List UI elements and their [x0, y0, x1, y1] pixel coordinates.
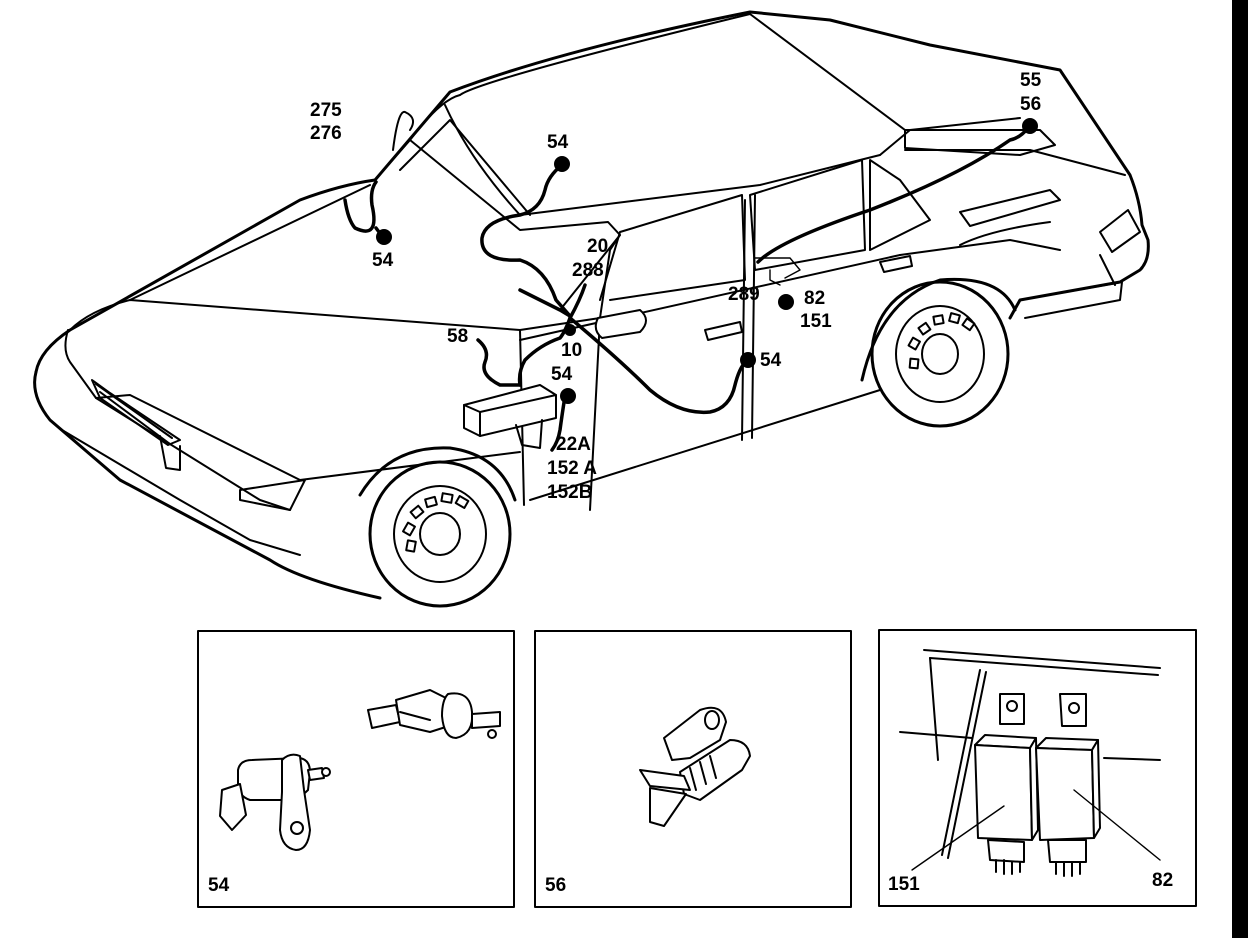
- relay-82: [1035, 693, 1101, 877]
- callout-10: 10: [561, 340, 582, 361]
- callout-152b: 152B: [547, 482, 592, 503]
- door-switch-lower: [219, 753, 331, 851]
- callout-20: 20: [587, 236, 608, 257]
- panel-relays-label-151: 151: [888, 874, 920, 895]
- panel-54-label: 54: [208, 875, 230, 896]
- callout-55: 55: [1020, 70, 1042, 91]
- callout-276: 276: [310, 123, 342, 144]
- car-illustration: [33, 10, 1150, 608]
- door-switch-upper: [367, 689, 501, 739]
- callout-289: 289: [728, 284, 760, 305]
- callout-152a: 152 A: [547, 458, 597, 479]
- detail-panel-54: 54: [197, 630, 515, 908]
- right-edge-border: [1232, 0, 1248, 938]
- rear-wheel: [860, 277, 1017, 428]
- front-wheel: [358, 446, 517, 608]
- callout-151: 151: [800, 311, 832, 332]
- detail-panel-relays: 151 82: [878, 629, 1197, 907]
- panel-relays-label-82: 82: [1152, 870, 1173, 891]
- callout-labels: 275 276 54 54 20 288 289 82 151 58 10 54…: [310, 70, 1042, 503]
- rear-switch-56: [639, 706, 751, 827]
- callout-54-front: 54: [372, 250, 394, 271]
- callout-54-pillar: 54: [551, 364, 573, 385]
- detail-panel-56: 56: [534, 630, 852, 908]
- relay-151: [974, 693, 1039, 875]
- callout-56: 56: [1020, 94, 1041, 115]
- wiring-harness: [343, 118, 1038, 452]
- callout-22a: 22A: [556, 434, 591, 455]
- callout-54-roof: 54: [547, 132, 569, 153]
- callout-275: 275: [310, 100, 342, 121]
- callout-288: 288: [572, 260, 604, 281]
- callout-58: 58: [447, 326, 468, 347]
- panel-56-label: 56: [545, 875, 566, 896]
- callout-82: 82: [804, 288, 825, 309]
- callout-54-rear: 54: [760, 350, 782, 371]
